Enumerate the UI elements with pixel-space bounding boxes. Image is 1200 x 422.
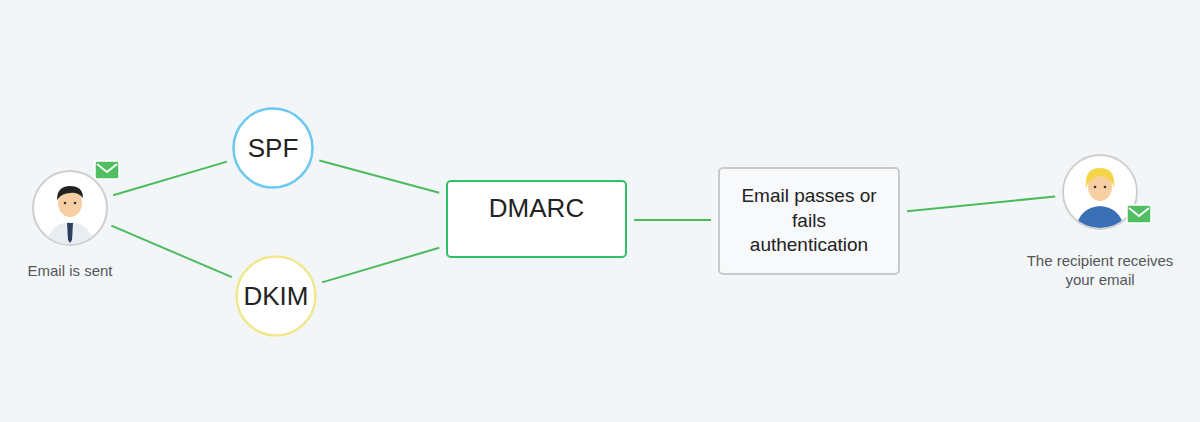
dmarc-box: DMARC: [446, 180, 627, 258]
circle-label: SPF: [248, 133, 299, 164]
recipient-icon: The recipient receives your email: [1062, 154, 1138, 230]
person-illustration: [32, 170, 108, 246]
envelope-icon: [94, 160, 120, 180]
person-label: The recipient receives your email: [1020, 252, 1180, 290]
box-label: DMARC: [489, 192, 584, 226]
connector-line: [113, 162, 227, 196]
result-box: Email passes or fails authentication: [718, 167, 900, 275]
connector-line: [322, 248, 439, 283]
connector-line: [907, 196, 1055, 211]
envelope-icon: [1126, 204, 1152, 224]
connector-line: [634, 219, 711, 221]
dkim-circle: DKIM: [235, 255, 317, 337]
circle-label: DKIM: [244, 281, 309, 312]
connector-line: [319, 160, 439, 192]
spf-circle: SPF: [232, 107, 314, 189]
sender-icon: Email is sent: [32, 170, 108, 246]
connector-line: [111, 226, 231, 277]
person-label: Email is sent: [5, 262, 135, 281]
box-label: Email passes or fails authentication: [736, 184, 882, 258]
